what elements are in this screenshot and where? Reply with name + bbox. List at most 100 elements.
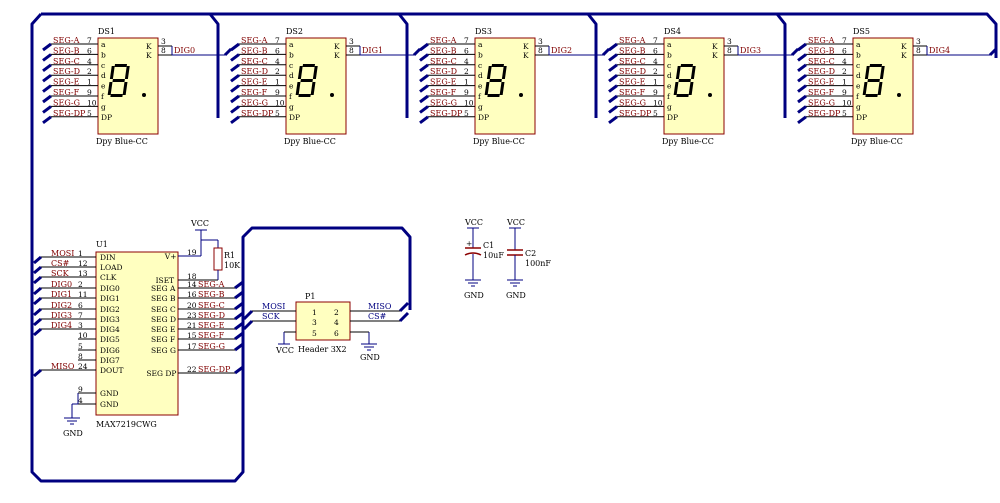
seven-segment-digit-icon xyxy=(107,64,146,97)
u1-net-label: SEG-D xyxy=(198,311,225,320)
display-net-label: SEG-G xyxy=(430,98,457,107)
display-pin-name: g xyxy=(856,102,861,111)
display-part: Dpy Blue-CC xyxy=(473,137,525,146)
u1-pin-number: 16 xyxy=(187,290,197,299)
display-pin-name: DP xyxy=(478,113,489,122)
display-k-label: K xyxy=(146,42,152,51)
display-pin-number: 5 xyxy=(275,109,280,118)
display-pin-number: 4 xyxy=(842,57,847,66)
c1-gnd-label: GND xyxy=(464,291,484,300)
display-pin-number: 1 xyxy=(464,78,469,87)
display-pin-number: 9 xyxy=(842,88,847,97)
p1-pin-6: 6 xyxy=(334,329,339,338)
display-pin-number: 10 xyxy=(87,98,97,107)
display-pin-name: e xyxy=(478,82,483,91)
display-pin-number: 10 xyxy=(464,98,474,107)
display-k-label: K xyxy=(712,51,718,60)
p1-part: Header 3X2 xyxy=(298,345,347,354)
display-net-label: SEG-G xyxy=(619,98,646,107)
display-k-label: K xyxy=(523,42,529,51)
display-pin-number: 2 xyxy=(87,67,92,76)
display-pin-number: 7 xyxy=(842,36,847,45)
display-net-label: SEG-F xyxy=(808,88,835,97)
display-body xyxy=(285,37,347,135)
u1-pin-number: 14 xyxy=(187,280,197,289)
display-dig-label: DIG3 xyxy=(740,46,761,55)
capacitor-c1: VCC + C1 10uF GND xyxy=(464,218,504,300)
display-pin-name: b xyxy=(289,50,294,59)
display-pin-name: d xyxy=(856,71,861,80)
display-pin-number: 6 xyxy=(653,46,658,55)
display-pin-number: 9 xyxy=(275,88,280,97)
u1-pin-name: LOAD xyxy=(100,263,123,272)
resistor-r1: R1 10K VCC xyxy=(178,219,241,280)
u1-net-label: MISO xyxy=(51,362,75,371)
display-dig-label: DIG1 xyxy=(362,46,383,55)
display-net-label: SEG-A xyxy=(53,36,80,45)
display-pin-number: 7 xyxy=(653,36,658,45)
display-net-label: SEG-B xyxy=(619,46,646,55)
display-dig-label: DIG0 xyxy=(174,46,195,55)
display-net-label: SEG-DP xyxy=(241,109,274,118)
display-body xyxy=(97,37,159,135)
display-pin-number: 6 xyxy=(464,46,469,55)
display-pin-name: b xyxy=(478,50,483,59)
u1-pin-number: 7 xyxy=(78,311,83,320)
u1-net-label: CS# xyxy=(51,259,70,268)
p1-cs-label: CS# xyxy=(368,312,387,321)
display-net-label: SEG-E xyxy=(619,78,646,87)
r1-ref: R1 xyxy=(224,251,235,260)
display-pin-name: DP xyxy=(667,113,678,122)
display-k-pin: 3 xyxy=(349,37,354,46)
p1-miso-label: MISO xyxy=(368,302,392,311)
seven-segment-digit-icon xyxy=(484,64,523,97)
display-k-label: K xyxy=(334,51,340,60)
u1-pin-number: 1 xyxy=(78,249,83,258)
c2-gnd-label: GND xyxy=(506,291,526,300)
p1-gnd-label: GND xyxy=(360,353,380,362)
p1-vcc-label: VCC xyxy=(275,346,294,355)
u1-net-label: SCK xyxy=(51,269,70,278)
u1-pin-name: DIG7 xyxy=(100,356,120,365)
u1-net-label: SEG-G xyxy=(198,342,225,351)
display-pin-name: d xyxy=(101,71,106,80)
u1-pin-number: 24 xyxy=(78,362,88,371)
display-pin-name: f xyxy=(101,92,105,101)
u1-pin-name: SEG A xyxy=(151,284,176,293)
display-net-label: SEG-B xyxy=(241,46,268,55)
display-pin-number: 5 xyxy=(842,109,847,118)
u1-pin-number: 19 xyxy=(187,248,197,257)
u1-pin-name: GND xyxy=(100,400,119,409)
u1-pin-name: CLK xyxy=(100,273,117,282)
display-pin-name: g xyxy=(667,102,672,111)
display-pin-name: DP xyxy=(289,113,300,122)
c2-value: 100nF xyxy=(525,259,551,268)
u1-pin-name: SEG G xyxy=(151,346,176,355)
u1-pin-name: SEG E xyxy=(151,325,175,334)
display-net-label: SEG-B xyxy=(53,46,80,55)
p1-pin-5: 5 xyxy=(312,329,317,338)
display-net-label: SEG-D xyxy=(430,67,457,76)
display-pin-name: d xyxy=(289,71,294,80)
c1-value: 10uF xyxy=(483,251,504,260)
display-pin-name: c xyxy=(856,61,860,70)
display-net-label: SEG-B xyxy=(808,46,835,55)
display-pin-number: 2 xyxy=(464,67,469,76)
display-k-pin: 8 xyxy=(538,46,543,55)
display-net-label: SEG-B xyxy=(430,46,457,55)
u1-pin-number: 18 xyxy=(187,272,197,281)
display-pin-number: 9 xyxy=(464,88,469,97)
seven-segment-digit-icon xyxy=(295,64,334,97)
display-pin-number: 6 xyxy=(842,46,847,55)
display-net-label: SEG-D xyxy=(619,67,646,76)
u1-pin-number: 22 xyxy=(187,365,197,374)
u1-pin-name: DIG1 xyxy=(100,294,120,303)
display-pin-number: 1 xyxy=(275,78,280,87)
display-net-label: SEG-F xyxy=(619,88,646,97)
display-net-label: SEG-DP xyxy=(430,109,463,118)
u1-net-label: DIG4 xyxy=(51,321,72,330)
display-net-label: SEG-A xyxy=(241,36,268,45)
display-net-label: SEG-F xyxy=(53,88,80,97)
display-pin-name: g xyxy=(289,102,294,111)
